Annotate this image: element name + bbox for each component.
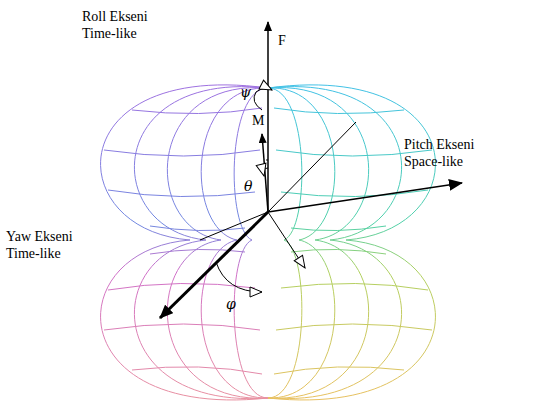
axes bbox=[160, 22, 462, 318]
axis-line bbox=[268, 122, 356, 212]
right-lobes bbox=[268, 85, 435, 400]
force-label: F bbox=[278, 32, 286, 49]
angle-symbol: φ bbox=[226, 296, 236, 313]
theta-arc bbox=[266, 159, 268, 160]
axis-label: Pitch Ekseni Space-like bbox=[404, 136, 500, 170]
phi-arc bbox=[216, 262, 262, 292]
axis-line bbox=[200, 212, 268, 240]
projection-arrow bbox=[268, 212, 305, 268]
axis-label: Yaw Ekseni Time-like bbox=[6, 228, 98, 262]
roll-axis bbox=[267, 22, 269, 212]
theta-arc bbox=[264, 168, 269, 176]
angle-symbol: θ bbox=[244, 178, 252, 195]
axis-label: Roll Ekseni Time-like bbox=[82, 8, 172, 42]
angle-symbol: ψ bbox=[240, 84, 251, 101]
moment-vector bbox=[262, 134, 268, 212]
yaw-axis bbox=[160, 212, 268, 318]
pitch-axis bbox=[268, 183, 462, 212]
psi-arc bbox=[254, 88, 272, 110]
left-lobes bbox=[101, 85, 268, 400]
moment-label: M bbox=[252, 112, 264, 129]
